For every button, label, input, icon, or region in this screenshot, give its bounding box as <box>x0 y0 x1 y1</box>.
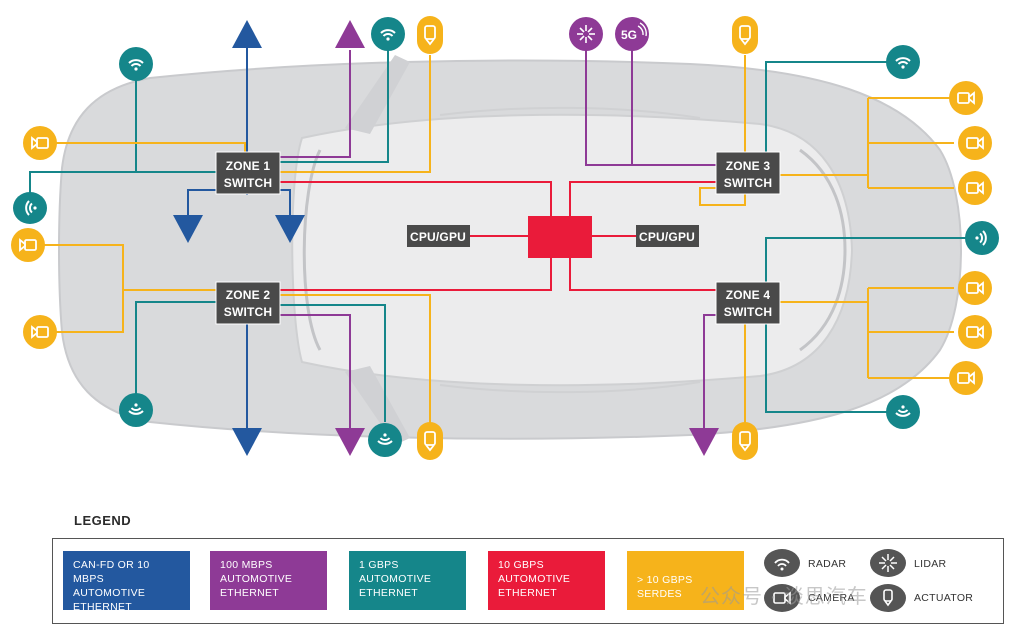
legend-swatch-text: ETHERNET <box>73 601 132 613</box>
5g-icon-label: 5G <box>621 28 637 42</box>
blue-arrow-down-left <box>173 215 203 243</box>
cpu-gpu-left: CPU/GPU <box>407 225 470 247</box>
legend-swatch-serdes: > 10 GBPS SERDES <box>627 551 744 610</box>
radar-icon <box>371 17 405 51</box>
legend-swatch-10gbps: 10 GBPS AUTOMOTIVE ETHERNET <box>488 551 605 610</box>
cpu-gpu-right: CPU/GPU <box>636 225 699 247</box>
zone-3-label-line1: ZONE 3 <box>726 159 771 173</box>
legend-radar-icon <box>764 549 800 577</box>
legend-actuator-label: ACTUATOR <box>914 592 974 604</box>
lidar-icon <box>569 17 603 51</box>
network-diagram: ZONE 1 SWITCH ZONE 2 SWITCH ZONE 3 SWITC… <box>11 16 999 460</box>
zone-4-label-line1: ZONE 4 <box>726 288 771 302</box>
arrows <box>173 20 719 456</box>
zone-3-switch: ZONE 3 SWITCH <box>715 151 781 195</box>
legend-swatch-text: 1 GBPS <box>359 559 399 571</box>
purple-arrow-down-right <box>689 428 719 456</box>
central-compute <box>528 216 592 258</box>
blue-arrow-up <box>232 20 262 48</box>
zone-1-label-line2: SWITCH <box>224 176 273 190</box>
legend-camera-label: CAMERA <box>808 592 855 604</box>
radar-icon <box>368 423 402 457</box>
legend-swatch-text: ETHERNET <box>498 587 557 599</box>
legend-swatch-text: 100 MBPS <box>220 559 273 571</box>
legend-actuator-icon <box>870 584 906 612</box>
car-silhouette <box>58 55 962 445</box>
legend-lidar-icon <box>870 549 906 577</box>
camera-icon <box>11 228 45 262</box>
legend-swatch-text: AUTOMOTIVE <box>498 573 571 585</box>
legend-title: LEGEND <box>74 513 132 528</box>
purple-arrow-down <box>335 428 365 456</box>
blue-arrow-down <box>232 428 262 456</box>
zone-1-switch: ZONE 1 SWITCH <box>215 151 281 195</box>
zone-2-switch: ZONE 2 SWITCH <box>215 281 281 325</box>
legend-camera-icon <box>764 584 800 612</box>
cpu-gpu-right-label: CPU/GPU <box>639 230 695 244</box>
actuator-icon <box>732 422 758 460</box>
camera-icon <box>958 171 992 205</box>
radar-icon <box>119 47 153 81</box>
blue-arrow-down-right <box>275 215 305 243</box>
radar-icon <box>965 221 999 255</box>
legend-swatch-text: ETHERNET <box>220 587 279 599</box>
radar-icon <box>886 395 920 429</box>
camera-icon <box>958 271 992 305</box>
legend-box <box>52 538 1004 624</box>
purple-links <box>280 50 718 430</box>
camera-icon <box>949 81 983 115</box>
legend-swatch-text: ETHERNET <box>359 587 418 599</box>
5g-icon: 5G <box>615 17 649 51</box>
legend-swatch-text: AUTOMOTIVE <box>359 573 432 585</box>
zone-4-label-line2: SWITCH <box>724 305 773 319</box>
watermark: 公众号 · 谈思汽车 <box>700 586 868 608</box>
legend-swatch-text: CAN-FD OR 10 MBPS <box>73 559 150 585</box>
red-links <box>280 181 718 291</box>
legend-swatch-text: > 10 GBPS SERDES <box>637 574 693 600</box>
camera-icon <box>958 126 992 160</box>
legend-lidar-label: LIDAR <box>914 558 947 570</box>
legend-swatch-text: AUTOMOTIVE <box>73 587 146 599</box>
radar-icon <box>119 393 153 427</box>
legend-radar-label: RADAR <box>808 558 847 570</box>
legend-swatch-text: 10 GBPS <box>498 559 544 571</box>
zone-2-label-line2: SWITCH <box>224 305 273 319</box>
legend-swatch-100mbps: 100 MBPS AUTOMOTIVE ETHERNET <box>210 551 327 610</box>
actuator-icon <box>417 16 443 54</box>
zone-3-label-line2: SWITCH <box>724 176 773 190</box>
zone-4-switch: ZONE 4 SWITCH <box>715 281 781 325</box>
zone-1-label-line1: ZONE 1 <box>226 159 271 173</box>
legend-icon-keys <box>764 549 906 612</box>
radar-icon <box>13 192 47 224</box>
camera-icon <box>23 315 57 349</box>
yellow-links <box>36 55 954 425</box>
actuator-icon <box>417 422 443 460</box>
legend-swatch-1gbps: 1 GBPS AUTOMOTIVE ETHERNET <box>349 551 466 610</box>
camera-icon <box>949 361 983 395</box>
camera-icon <box>958 315 992 349</box>
zone-2-label-line1: ZONE 2 <box>226 288 271 302</box>
legend-swatch-text: AUTOMOTIVE <box>220 573 293 585</box>
legend-swatch-can-fd: CAN-FD OR 10 MBPS AUTOMOTIVE ETHERNET <box>63 551 190 613</box>
radar-icon <box>886 45 920 79</box>
actuator-icon <box>732 16 758 54</box>
camera-icon <box>23 126 57 160</box>
cpu-gpu-left-label: CPU/GPU <box>410 230 466 244</box>
purple-arrow-up <box>335 20 365 48</box>
